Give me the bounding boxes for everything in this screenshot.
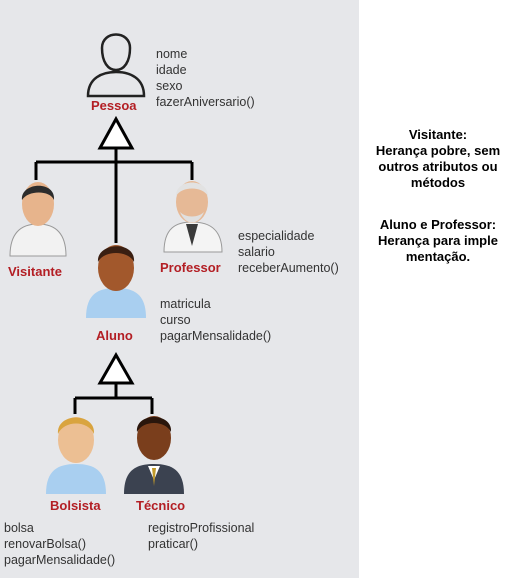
class-name-pessoa: Pessoa (91, 98, 137, 113)
note-aluno-professor: Aluno e Professor: Herança para imple me… (362, 217, 514, 265)
person-dark-hair-icon (9, 182, 67, 257)
members-professor: especialidade salario receberAumento() (238, 228, 339, 276)
class-name-aluno: Aluno (96, 328, 133, 343)
member-aluno-curso: curso (160, 313, 191, 327)
member-aluno-pagar-mensalidade: pagarMensalidade() (160, 329, 272, 343)
member-aluno-matricula: matricula (160, 297, 211, 311)
inheritance-arrow-pessoa (97, 115, 135, 150)
blond-person-icon (46, 417, 106, 494)
person-suit-icon (124, 416, 184, 494)
inheritance-diagram (9, 33, 223, 494)
member-pessoa-sexo: sexo (156, 79, 183, 93)
note-visitante-line-2: outros atributos ou (378, 159, 498, 174)
member-pessoa-fazer-aniversario: fazerAniversario() (156, 95, 255, 109)
class-name-visitante: Visitante (8, 264, 62, 279)
note-visitante-line-1: Herança pobre, sem (375, 143, 501, 158)
note-visitante: Visitante: Herança pobre, sem outros atr… (362, 127, 514, 191)
member-tecnico-praticar: praticar() (148, 537, 199, 551)
member-pessoa-idade: idade (156, 63, 187, 77)
elderly-person-icon (163, 181, 223, 253)
diagram-panel: Pessoa Visitante Professor Aluno Bolsist… (0, 0, 359, 578)
member-professor-receber-aumento: receberAumento() (238, 261, 339, 275)
member-tecnico-registro-profissional: registroProfissional (148, 521, 255, 535)
members-pessoa: nome idade sexo fazerAniversario() (156, 46, 255, 110)
class-name-bolsista: Bolsista (50, 498, 101, 513)
note-aluno-professor-title: Aluno e Professor: (379, 217, 497, 232)
member-professor-especialidade: especialidade (238, 229, 315, 243)
class-name-professor: Professor (160, 260, 221, 275)
member-bolsista-bolsa: bolsa (4, 521, 34, 535)
person-outline-icon (86, 33, 146, 98)
note-visitante-title: Visitante: (408, 127, 468, 142)
class-name-tecnico: Técnico (136, 498, 186, 513)
note-aluno-professor-line-1: Herança para imple (378, 233, 498, 248)
members-bolsista: bolsa renovarBolsa() pagarMensalidade() (4, 520, 115, 568)
inheritance-arrow-aluno (97, 351, 135, 385)
note-aluno-professor-line-2: mentação. (405, 249, 471, 264)
member-bolsista-renovar-bolsa: renovarBolsa() (4, 537, 86, 551)
member-professor-salario: salario (238, 245, 275, 259)
member-bolsista-pagar-mensalidade: pagarMensalidade() (4, 553, 116, 567)
student-person-icon (86, 245, 146, 318)
members-tecnico: registroProfissional praticar() (148, 520, 254, 552)
member-pessoa-nome: nome (156, 47, 188, 61)
members-aluno: matricula curso pagarMensalidade() (160, 296, 271, 344)
note-visitante-line-3: métodos (410, 175, 466, 190)
